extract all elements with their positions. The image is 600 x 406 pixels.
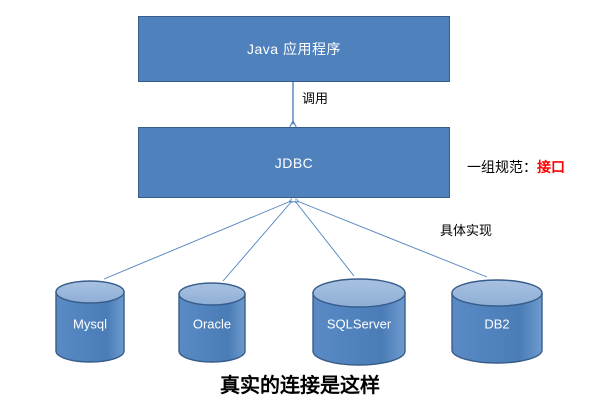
node-java-application-label: Java 应用程序 xyxy=(247,41,341,57)
connector-db2-to-jdbc xyxy=(297,201,488,278)
database-label-oracle: Oracle xyxy=(192,316,232,332)
edge-label-call: 调用 xyxy=(302,88,328,107)
database-cylinder-sqlserver xyxy=(312,278,406,366)
edge-label-call-text: 调用 xyxy=(302,91,329,106)
node-java-application[interactable]: Java 应用程序 xyxy=(138,16,450,82)
side-note-accent-interface: 接口 xyxy=(537,159,565,175)
database-label-mysql: Mysql xyxy=(73,316,107,332)
side-note-prefix: 一组规范： xyxy=(467,159,537,175)
node-jdbc-label: JDBC xyxy=(274,154,314,171)
database-cylinder-db2 xyxy=(451,279,543,364)
side-note-specification: 一组规范：接口 xyxy=(467,157,565,177)
database-label-sqlserver: SQLServer xyxy=(326,316,392,332)
connector-oracle-to-jdbc xyxy=(222,201,292,282)
diagram-caption: 真实的连接是这样 xyxy=(220,375,380,397)
connector-sqlserver-to-jdbc xyxy=(295,201,355,277)
database-label-db2: DB2 xyxy=(484,316,510,332)
connector-fanout-implementations xyxy=(103,201,488,282)
node-jdbc[interactable]: JDBC xyxy=(138,127,450,198)
database-cylinder-mysql xyxy=(55,280,125,363)
edge-label-implementation: 具体实现 xyxy=(440,220,492,239)
edge-label-implementation-text: 具体实现 xyxy=(440,223,493,238)
database-cylinder-oracle xyxy=(178,282,246,363)
connector-mysql-to-jdbc xyxy=(103,201,291,280)
